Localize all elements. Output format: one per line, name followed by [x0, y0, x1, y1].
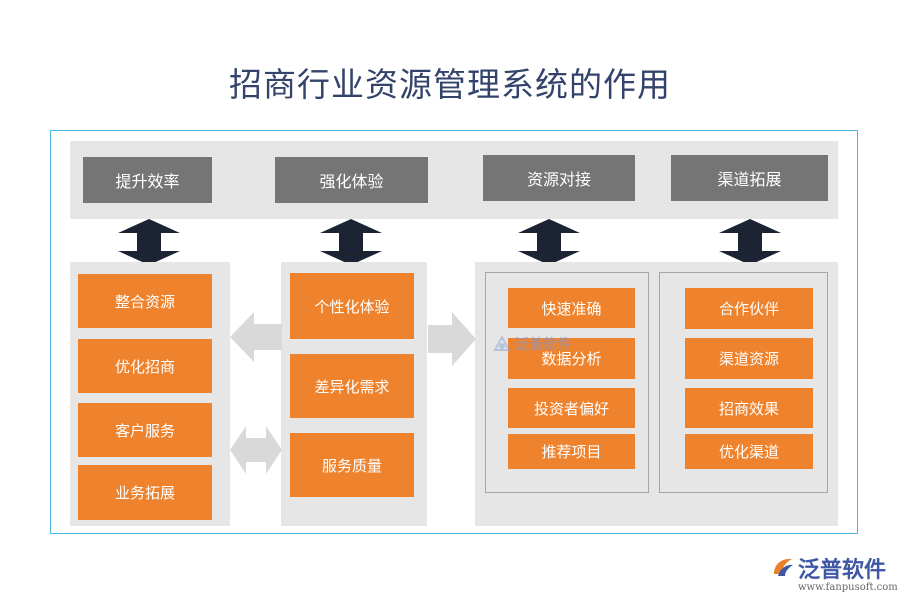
subpanel-channel-expansion	[659, 272, 828, 493]
brand-name: 泛普软件	[798, 558, 887, 583]
item-data-analysis: 数据分析	[508, 338, 635, 379]
header-strengthen-experience: 强化体验	[275, 157, 428, 203]
item-recommend-projects: 推荐项目	[508, 434, 635, 469]
item-business-expansion: 业务拓展	[78, 465, 212, 520]
item-customer-service: 客户服务	[78, 403, 212, 457]
subpanel-resource-matching	[485, 272, 649, 493]
item-service-quality: 服务质量	[290, 433, 414, 497]
double-arrow-icon	[320, 219, 382, 265]
diagram-frame	[50, 130, 858, 534]
item-differentiated-needs: 差异化需求	[290, 354, 414, 418]
left-right-arrow-icon	[230, 426, 282, 474]
item-fast-accurate: 快速准确	[508, 288, 635, 328]
item-channel-resources: 渠道资源	[685, 338, 813, 379]
double-arrow-icon	[118, 219, 180, 265]
item-investment-effect: 招商效果	[685, 388, 813, 428]
item-personalized-experience: 个性化体验	[290, 273, 414, 339]
fanpu-logo-icon	[774, 558, 793, 576]
item-optimize-channels: 优化渠道	[685, 434, 813, 469]
header-resource-matching: 资源对接	[483, 155, 635, 201]
brand-logo: 泛普软件 www.fanpusoft.com	[770, 552, 898, 598]
watermark: 泛普软件	[492, 334, 571, 354]
brand-url: www.fanpusoft.com	[798, 582, 898, 593]
header-channel-expansion: 渠道拓展	[671, 155, 828, 201]
item-optimize-investment: 优化招商	[78, 339, 212, 393]
header-improve-efficiency: 提升效率	[83, 157, 212, 203]
item-integrate-resources: 整合资源	[78, 274, 212, 328]
page-title: 招商行业资源管理系统的作用	[229, 65, 671, 104]
item-investor-preference: 投资者偏好	[508, 388, 635, 428]
double-arrow-icon	[518, 219, 580, 265]
fanpu-logo-icon	[493, 334, 511, 351]
right-arrow-icon	[428, 312, 476, 366]
double-arrow-icon	[719, 219, 781, 265]
watermark-text: 泛普软件	[515, 337, 571, 353]
left-arrow-icon	[230, 312, 282, 362]
item-partners: 合作伙伴	[685, 288, 813, 329]
